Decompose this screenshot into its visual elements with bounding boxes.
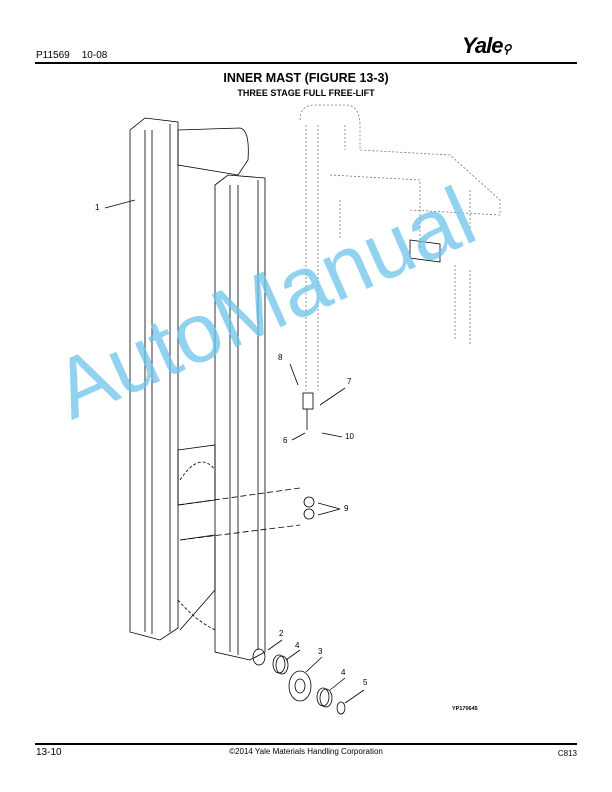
left-rail (129, 117, 179, 641)
chain-anchor (302, 392, 314, 410)
nut (303, 496, 315, 508)
figure-id: YP170645 (452, 706, 478, 712)
section-code: C813 (557, 749, 577, 758)
roller-shim (252, 648, 266, 666)
doc-number: P11569 (36, 50, 70, 61)
snap-ring (336, 701, 346, 715)
roller (288, 670, 312, 702)
cross-members (177, 444, 216, 631)
callout-1: 1 (95, 203, 100, 212)
callout-8: 8 (278, 353, 283, 362)
callout-4b: 4 (341, 668, 346, 677)
doc-date: 10-08 (81, 50, 108, 61)
bracket (409, 239, 441, 263)
nut (303, 508, 315, 520)
callout-9: 9 (344, 504, 349, 513)
header-rule (35, 62, 577, 64)
callout-5: 5 (363, 678, 368, 687)
callout-2: 2 (279, 629, 284, 638)
figure-title: INNER MAST (FIGURE 13-3) (223, 71, 389, 85)
outer-mast-phantom (299, 104, 501, 390)
footer-rule (35, 743, 577, 745)
document-number: P11569 10-08 (36, 50, 119, 61)
right-rail (214, 174, 266, 661)
callout-7: 7 (347, 377, 352, 386)
figure-subtitle: THREE STAGE FULL FREE-LIFT (237, 88, 375, 98)
yale-logo: Yale⚲ (462, 33, 511, 58)
page-number: 13-10 (36, 747, 62, 758)
callout-6: 6 (283, 436, 288, 445)
crosshead (177, 127, 249, 176)
callout-4a: 4 (295, 641, 300, 650)
callout-3: 3 (318, 647, 323, 656)
callout-10: 10 (345, 432, 354, 441)
copyright: ©2014 Yale Materials Handling Corporatio… (229, 747, 383, 756)
